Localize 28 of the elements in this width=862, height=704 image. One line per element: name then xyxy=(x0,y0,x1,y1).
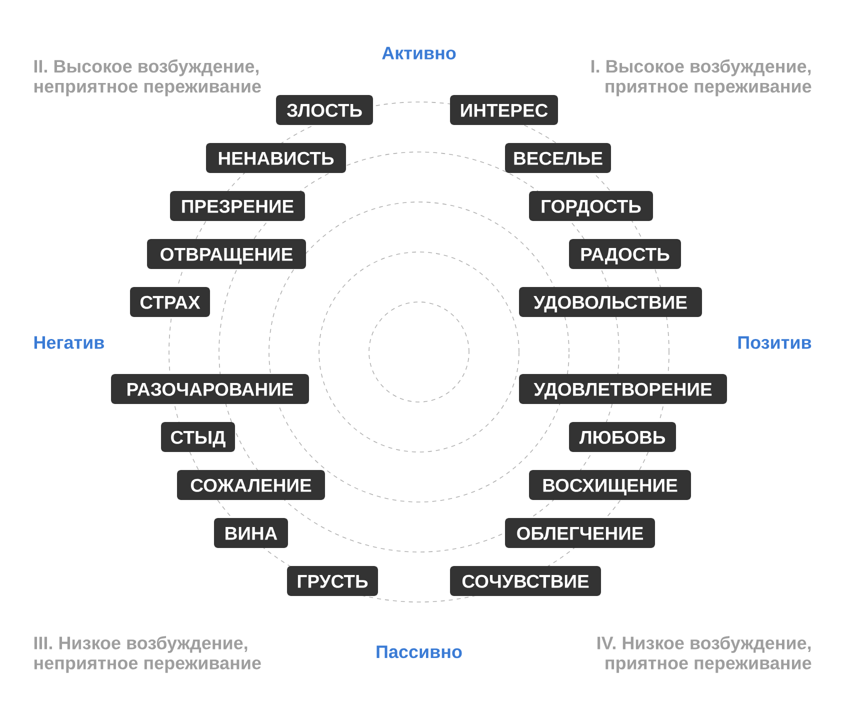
emotion-tag: УДОВЛЕТВОРЕНИЕ xyxy=(519,374,727,404)
emotion-tag: УДОВОЛЬСТВИЕ xyxy=(519,287,702,317)
axis-label: Пассивно xyxy=(376,646,462,658)
quadrant-caption: III. Низкое возбуждение, неприятное переживание xyxy=(34,636,261,673)
quadrant-caption: II. Высокое возбуждение, неприятное переживание xyxy=(34,59,261,96)
emotion-tag: ОБЛЕГЧЕНИЕ xyxy=(505,518,655,548)
quadrant-caption: IV. Низкое возбуждение, приятное переживание xyxy=(598,636,812,673)
emotion-tag: СОЖАЛЕНИЕ xyxy=(177,470,325,500)
emotion-tag: ВЕСЕЛЬЕ xyxy=(505,143,611,173)
emotion-tag: РАЗОЧАРОВАНИЕ xyxy=(111,374,309,404)
emotion-tag: НЕНАВИСТЬ xyxy=(206,143,346,173)
axis-label: Позитив xyxy=(738,336,812,349)
axis-label: Активно xyxy=(382,46,456,60)
emotion-tag: ГРУСТЬ xyxy=(287,566,378,596)
emotion-tag: ПРЕЗРЕНИЕ xyxy=(170,191,305,221)
emotion-tag: СТЫД xyxy=(161,422,235,452)
emotion-tag: ГОРДОСТЬ xyxy=(529,191,653,221)
emotion-tag: ИНТЕРЕС xyxy=(450,95,558,125)
quadrant-caption: I. Высокое возбуждение, приятное переживание xyxy=(592,59,812,96)
emotion-tag: СОЧУВСТВИЕ xyxy=(450,566,601,596)
emotion-tag: СТРАХ xyxy=(130,287,210,317)
axis-label: Негатив xyxy=(34,336,104,349)
emotion-tag: РАДОСТЬ xyxy=(569,239,681,269)
emotion-tag: ВИНА xyxy=(214,518,288,548)
emotion-tag: ЛЮБОВЬ xyxy=(569,422,676,452)
emotion-tag: ЗЛОСТЬ xyxy=(276,95,373,125)
emotion-tag: ОТВРАЩЕНИЕ xyxy=(147,239,306,269)
emotion-tag: ВОСХИЩЕНИЕ xyxy=(529,470,691,500)
